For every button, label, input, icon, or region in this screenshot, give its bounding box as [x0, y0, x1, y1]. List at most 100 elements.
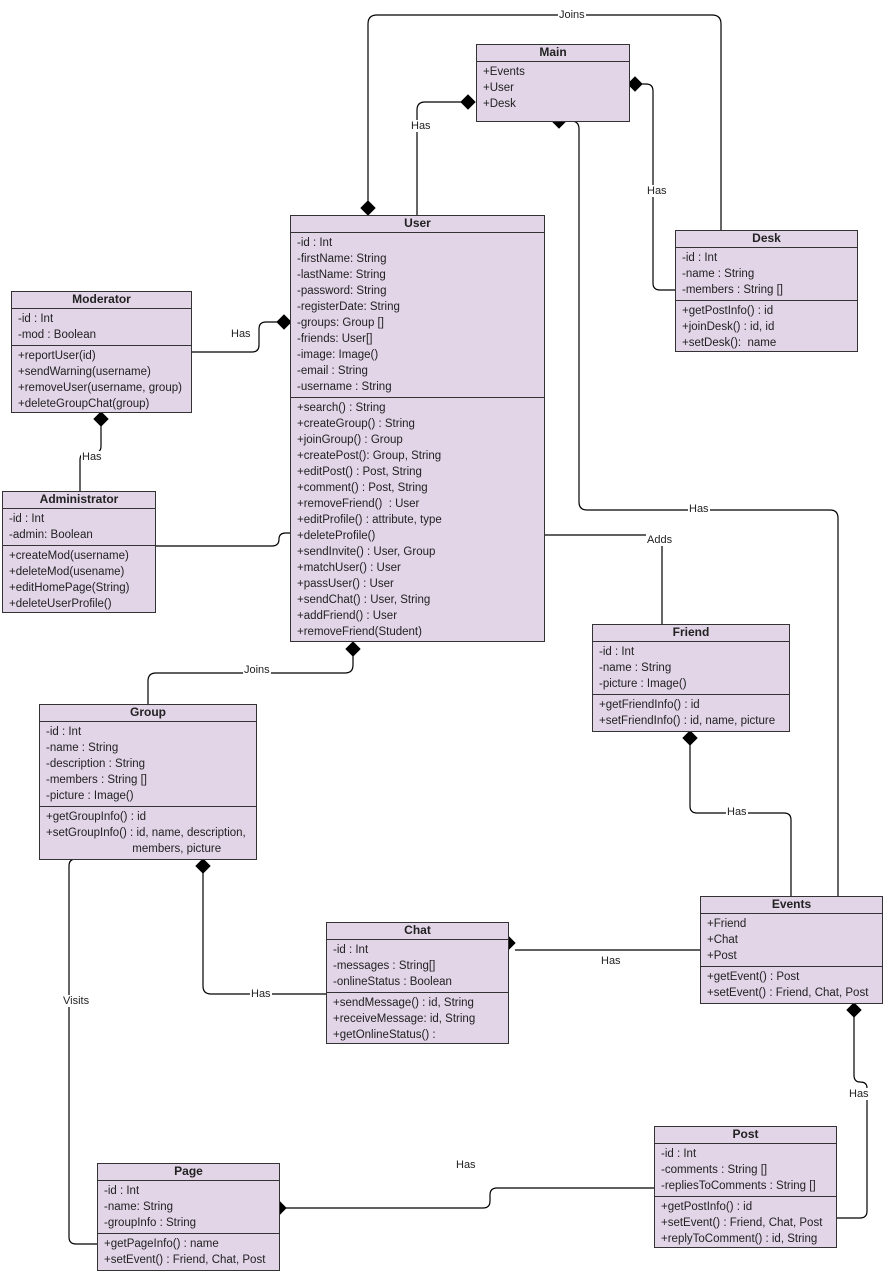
class-attribute: -name: String	[104, 1201, 174, 1213]
class-attribute: -lastName: String	[297, 269, 386, 281]
class-attributes-section: -id : Int -name : String -members : String…	[676, 248, 857, 301]
diamond-moderator-has-administrator	[93, 411, 109, 427]
class-events[interactable]: Events+Friend+Chat+Post+getEvent() : Pos…	[700, 896, 883, 1004]
class-method: +setDesk(): name	[682, 337, 777, 349]
class-method: +removeFriend() : User	[297, 498, 420, 510]
class-method: +comment() : Post, String	[297, 482, 428, 494]
class-post[interactable]: Post-id : Int-comments : String []-repli…	[654, 1126, 837, 1248]
class-name: Post	[655, 1127, 836, 1144]
class-method: +deleteUserProfile()	[9, 598, 112, 610]
class-administrator[interactable]: Administrator-id : Int-admin: Boolean+cr…	[2, 491, 156, 613]
class-attribute: -id : Int	[18, 313, 54, 325]
edge-label-post-events-has: Has	[848, 1088, 870, 1100]
class-method: +setEvent() : Friend, Chat, Post	[707, 987, 869, 999]
edge-user-main-has	[416, 101, 462, 216]
class-attribute: +Friend	[707, 918, 747, 930]
class-attribute: -id : Int	[599, 646, 635, 658]
class-attribute: -picture : Image()	[46, 790, 134, 802]
class-attribute: +Events	[483, 66, 525, 78]
class-method: +setEvent() : Friend, Chat, Post	[661, 1217, 823, 1229]
edge-label-page-group-visits: Visits	[62, 995, 91, 1007]
class-attribute: -picture : Image()	[599, 678, 687, 690]
class-friend[interactable]: Friend-id : Int-name : String-picture : …	[592, 624, 790, 732]
diamond-user-has-moderator	[276, 314, 292, 330]
class-attribute: -firstName: String	[297, 253, 387, 265]
class-method: +search() : String	[297, 402, 386, 414]
class-method: +joinGroup() : Group	[297, 434, 403, 446]
class-attribute: -name : String	[682, 268, 755, 280]
class-method: +getPostInfo() : id	[661, 1201, 753, 1213]
class-method: +sendInvite() : User, Group	[297, 546, 436, 558]
class-methods-section: +search() : String +createGroup() : Strin…	[291, 398, 544, 642]
class-user[interactable]: User -id : Int -firstName: String -lastName…	[290, 215, 545, 642]
class-desk[interactable]: Desk -id : Int -name : String -members : St…	[675, 230, 858, 352]
class-name: User	[291, 216, 544, 233]
class-attributes-section: -id : Int -firstName: String -lastName: St…	[291, 233, 544, 398]
class-method: +createGroup() : String	[297, 418, 415, 430]
edge-label-friend-user-adds: Adds	[646, 534, 674, 546]
class-attribute: -mod : Boolean	[18, 329, 96, 341]
edge-post-events-has	[837, 1017, 868, 1219]
class-method: +removeFriend(Student)	[297, 626, 422, 638]
edge-events-main-has	[566, 120, 839, 897]
class-attribute: -image: Image()	[297, 349, 379, 361]
class-name: Desk	[676, 231, 857, 248]
class-method: +sendMessage() : id, String	[333, 997, 474, 1009]
class-method: +setGroupInfo() : id, name, description,	[46, 827, 246, 839]
class-methods-section: +getFriendInfo() : id+setFriendInfo() : …	[593, 695, 789, 731]
edge-user-main-joins	[367, 14, 722, 231]
class-method: +sendWarning(username)	[18, 366, 151, 378]
class-method: +passUser() : User	[297, 578, 394, 590]
class-method: +receiveMessage: id, String	[333, 1013, 476, 1025]
class-attribute: -id : Int	[297, 237, 333, 249]
class-attributes-section: -id : Int-comments : String []-repliesTo…	[655, 1144, 836, 1197]
class-attributes-section: -id : Int-name : String-picture : Image(…	[593, 642, 789, 695]
edge-label-chat-group-has: Has	[250, 988, 272, 1000]
edge-label-administrator-moderator-has: Has	[81, 451, 103, 463]
class-attribute: -groupInfo : String	[104, 1217, 197, 1229]
edge-label-user-main-joins: Joins	[558, 9, 586, 21]
class-methods-section: +sendMessage() : id, String +receiveMessa…	[327, 993, 508, 1045]
diamond-main-has-desk	[627, 76, 643, 92]
class-attributes-section: +Events+User+Desk	[477, 62, 629, 114]
edge-page-group-visits	[68, 858, 98, 1245]
class-attribute: -id : Int	[682, 252, 718, 264]
class-methods-section: +getPostInfo() : id +setEvent() : Friend,…	[655, 1197, 836, 1249]
class-methods-section: +getPostInfo() : id+joinDesk() : id, id+…	[676, 301, 857, 353]
class-attributes-section: +Friend+Chat+Post	[701, 914, 882, 967]
class-method: +deleteMod(usename)	[9, 566, 125, 578]
edge-administrator-user	[156, 532, 291, 547]
class-attribute: -groups: Group []	[297, 317, 384, 329]
class-attributes-section: -id : Int -mod : Boolean	[12, 309, 191, 346]
class-chat[interactable]: Chat-id : Int-messages : String[]-online…	[326, 922, 509, 1044]
diamond-user-joins-group	[345, 641, 361, 657]
class-main[interactable]: Main+Events+User+Desk	[476, 44, 630, 122]
class-attribute: -admin: Boolean	[9, 529, 93, 541]
class-attributes-section: -id : Int-admin: Boolean	[3, 509, 155, 546]
class-methods-section: +getPageInfo() : name+setEvent() : Frien…	[98, 1234, 279, 1270]
class-attribute: -members : String []	[682, 284, 783, 296]
class-attributes-section: -id : Int-name: String-groupInfo : Strin…	[98, 1181, 279, 1234]
class-method: +createPost(): Group, String	[297, 450, 442, 462]
class-method: +getPageInfo() : name	[104, 1238, 219, 1250]
class-name: Events	[701, 897, 882, 914]
class-attribute: +Desk	[483, 98, 516, 110]
class-page[interactable]: Page-id : Int-name: String-groupInfo : S…	[97, 1163, 280, 1271]
class-method: +getFriendInfo() : id	[599, 699, 700, 711]
diamond-events-has-post	[846, 1002, 862, 1018]
class-method: +matchUser() : User	[297, 562, 401, 574]
diamond-main-has-user	[460, 94, 476, 110]
edge-label-post-page-has: Has	[455, 1159, 477, 1171]
class-group[interactable]: Group-id : Int-name : String-description…	[39, 704, 257, 860]
class-name: Page	[98, 1164, 279, 1181]
class-method: +replyToComment() : id, String	[661, 1233, 818, 1245]
class-attribute: -name : String	[46, 742, 119, 754]
class-moderator[interactable]: Moderator-id : Int-mod : Boolean+reportU…	[11, 291, 192, 413]
class-methods-section: +getEvent() : Post +setEvent() : Friend, …	[701, 967, 882, 1003]
class-method: +createMod(username)	[9, 550, 129, 562]
class-method: +editHomePage(String)	[9, 582, 130, 594]
edge-label-moderator-user-has: Has	[230, 328, 252, 340]
class-method: +getEvent() : Post	[707, 971, 800, 983]
class-method: +getPostInfo() : id	[682, 305, 774, 317]
class-attributes-section: -id : Int-name : String-description : St…	[40, 722, 256, 807]
